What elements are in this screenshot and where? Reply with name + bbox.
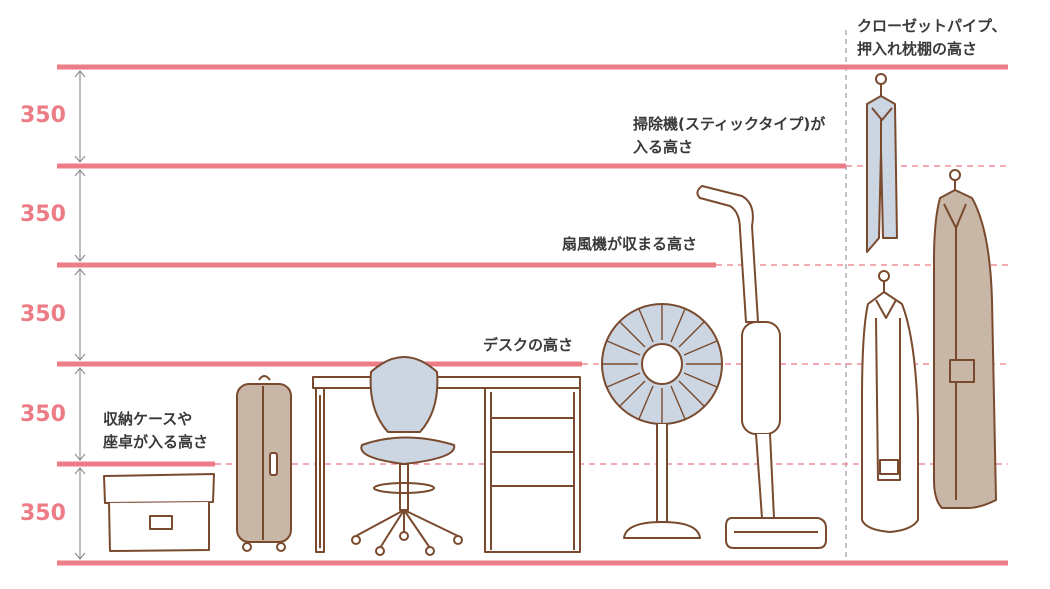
note-vacuum-line2: 入る高さ (633, 138, 694, 156)
dimension-label-4: 350 (20, 202, 66, 227)
note-closet-line2: 押入れ枕棚の高さ (857, 40, 978, 58)
hanging-suit-icon (866, 73, 898, 253)
hanging-shirt-icon (861, 270, 919, 533)
dimension-arrows (74, 70, 86, 560)
stick-vacuum-icon (696, 185, 827, 549)
dimension-label-5: 350 (20, 103, 66, 128)
note-closet-height: クローゼットパイプ、 押入れ枕棚の高さ (857, 15, 1007, 61)
level-lines (57, 64, 1008, 566)
suitcase-icon (236, 375, 292, 552)
note-storage-height: 収納ケースや 座卓が入る高さ (103, 408, 208, 454)
desk-icon (312, 376, 581, 553)
note-desk-height: デスクの高さ (483, 334, 573, 357)
dimension-label-3: 350 (20, 302, 66, 327)
note-vacuum-line1: 掃除機(スティックタイプ)が (633, 115, 826, 133)
note-fan-height: 扇風機が収まる高さ (562, 233, 697, 256)
dimension-label-1: 350 (20, 501, 66, 526)
electric-fan-icon (601, 303, 723, 539)
note-vacuum-height: 掃除機(スティックタイプ)が 入る高さ (633, 113, 825, 159)
office-chair-icon (351, 356, 463, 556)
storage-box-icon (103, 473, 215, 552)
note-closet-line1: クローゼットパイプ、 (857, 17, 1007, 35)
note-storage-line2: 座卓が入る高さ (103, 433, 209, 451)
note-desk-line1: デスクの高さ (483, 336, 574, 354)
note-fan-line1: 扇風機が収まる高さ (562, 235, 698, 253)
note-storage-line1: 収納ケースや (103, 410, 193, 428)
dimension-label-2: 350 (20, 402, 66, 427)
hanging-coat-icon (933, 169, 997, 509)
